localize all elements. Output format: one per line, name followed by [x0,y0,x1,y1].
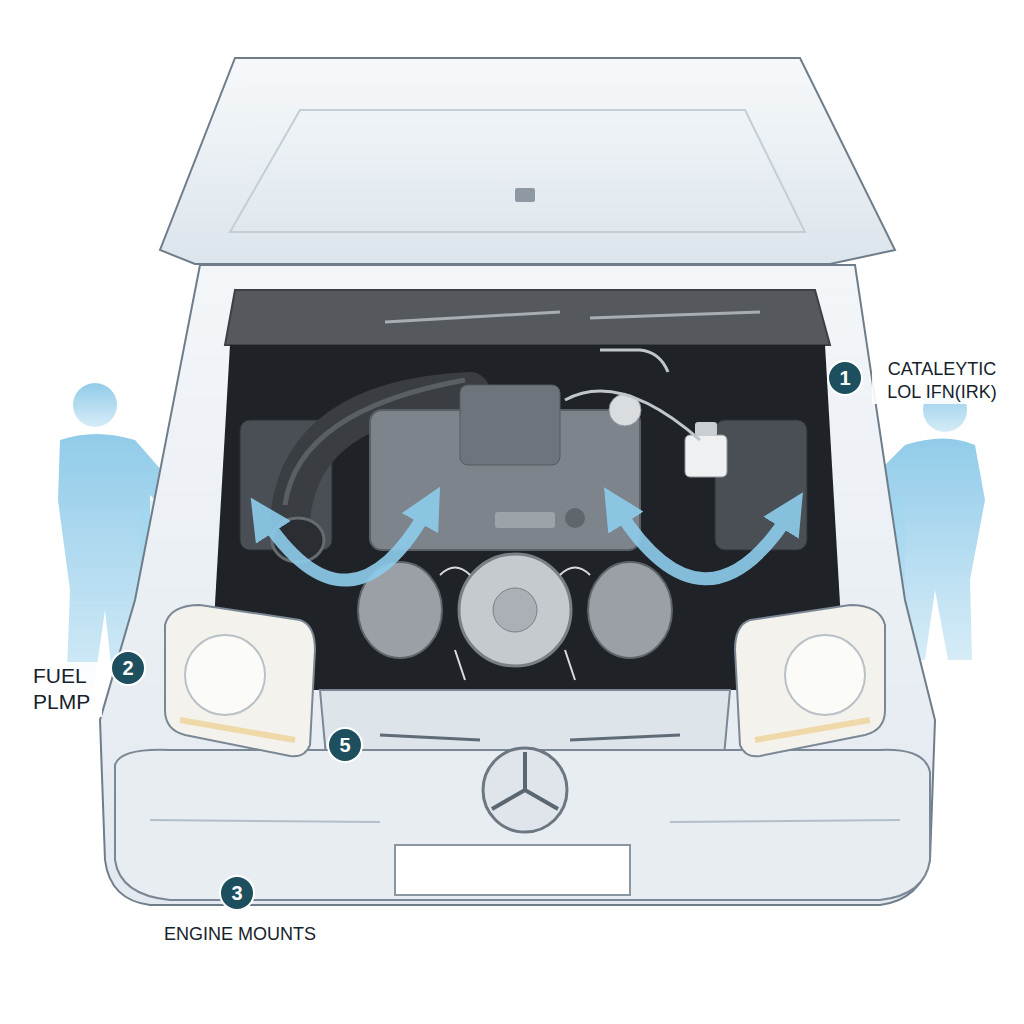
headlight-lens [735,605,885,756]
headlight [735,605,885,756]
callout-number: 5 [329,729,361,761]
hood-panel [230,110,805,232]
license-plate [395,845,630,895]
pulley-hub [493,588,537,632]
cover-badge [495,512,555,528]
part-label: ENGINE MOUNTS [140,922,340,947]
pulley [459,554,571,666]
callout-circle: 1CATALEYTIC LOL IFN(IRK) [827,360,863,396]
callout-number: 2 [112,652,144,684]
wire [440,568,590,681]
part-label: CATALEYTIC LOL IFN(IRK) [872,357,1012,404]
flow-arrow [615,505,792,579]
fluid-reservoir [685,435,727,477]
callout-circle: 5 [327,727,363,763]
callout-number: 1 [829,362,861,394]
headlight-lens [165,605,315,756]
headlight-lamp [185,635,265,715]
wiper [385,312,760,322]
car-body [100,265,935,905]
reservoir-cap [695,422,717,436]
headlight-tint [180,720,295,740]
part-label: FUEL PLMP [30,662,102,717]
open-hood [160,58,895,264]
callout-circle: 2FUEL PLMP [110,650,146,686]
fuse-box [715,420,807,550]
engine-cover-top [460,385,560,465]
headlight-lamp [785,635,865,715]
flow-arrow [262,505,430,580]
cowl [225,290,830,345]
hood-latch [515,188,535,202]
callout-circle: 3ENGINE MOUNTS [219,875,255,911]
callout-number: 3 [221,877,253,909]
person-head [73,383,117,427]
oil-cap [565,508,585,528]
brand-logo [483,748,567,832]
cylinder [588,562,672,658]
wire [565,350,700,440]
headlight-tint [755,720,870,740]
headlight [165,605,315,756]
logo-star [492,752,558,809]
